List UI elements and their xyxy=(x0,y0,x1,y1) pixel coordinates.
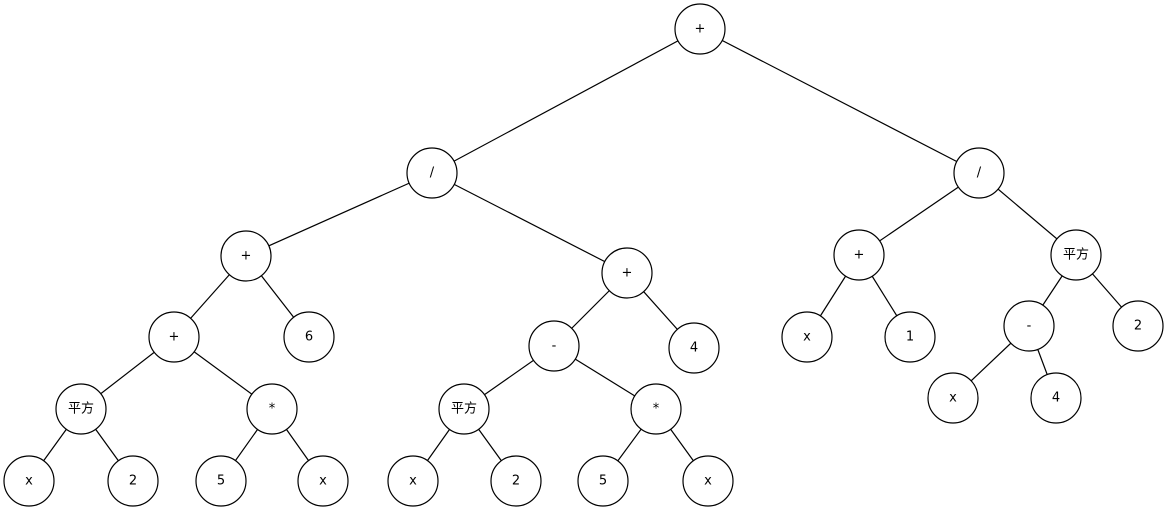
tree-node-circle xyxy=(682,455,734,507)
tree-node-n27: x xyxy=(927,372,979,424)
tree-node-label: 6 xyxy=(305,330,313,345)
tree-node-label: / xyxy=(430,166,435,181)
tree-node-label: x xyxy=(704,474,712,489)
tree-node-circle xyxy=(55,383,107,435)
tree-node-n15: 平方 xyxy=(438,383,490,435)
tree-node-label: 2 xyxy=(1134,319,1142,334)
tree-node-n2: / xyxy=(953,147,1005,199)
tree-node-circle xyxy=(246,383,298,435)
tree-node-circle xyxy=(406,147,458,199)
tree-node-circle xyxy=(1112,300,1164,352)
tree-node-circle xyxy=(577,455,629,507)
tree-node-label: - xyxy=(1027,319,1032,334)
tree-node-n6: 6 xyxy=(283,311,335,363)
tree-node-label: + xyxy=(854,248,865,263)
tree-node-circle xyxy=(630,383,682,435)
tree-node-circle xyxy=(528,320,580,372)
tree-node-circle xyxy=(884,311,936,363)
tree-node-n22: 平方 xyxy=(1050,229,1102,281)
tree-node-n4: + xyxy=(601,247,653,299)
tree-edge-n0-n2 xyxy=(699,28,980,174)
tree-node-label: 平方 xyxy=(1063,247,1089,263)
tree-node-n20: x xyxy=(682,455,734,507)
tree-node-n16: * xyxy=(630,383,682,435)
tree-node-label: 5 xyxy=(599,474,607,489)
tree-node-circle xyxy=(1003,300,1055,352)
tree-node-n19: 5 xyxy=(577,455,629,507)
tree-node-circle xyxy=(387,455,439,507)
tree-node-label: - xyxy=(552,339,557,354)
tree-node-label: 2 xyxy=(129,474,137,489)
tree-node-circle xyxy=(220,230,272,282)
tree-node-circle xyxy=(107,455,159,507)
tree-node-circle xyxy=(601,247,653,299)
tree-node-n10: 2 xyxy=(107,455,159,507)
tree-node-n1: / xyxy=(406,147,458,199)
tree-node-circle xyxy=(297,455,349,507)
tree-node-label: / xyxy=(977,166,982,181)
tree-node-label: + xyxy=(622,266,633,281)
tree-node-circle xyxy=(1030,372,1082,424)
tree-node-label: x xyxy=(803,330,811,345)
tree-node-circle xyxy=(195,455,247,507)
tree-node-n11: 5 xyxy=(195,455,247,507)
tree-node-label: 平方 xyxy=(68,401,94,417)
tree-node-circle xyxy=(1050,229,1102,281)
tree-node-circle xyxy=(283,311,335,363)
tree-node-label: + xyxy=(169,330,180,345)
tree-node-label: * xyxy=(269,402,276,417)
tree-edge-n1-n3 xyxy=(245,172,433,257)
tree-node-label: 平方 xyxy=(451,401,477,417)
tree-node-label: x xyxy=(25,474,33,489)
tree-node-circle xyxy=(781,311,833,363)
tree-node-circle xyxy=(927,372,979,424)
tree-node-n25: - xyxy=(1003,300,1055,352)
tree-node-circle xyxy=(438,383,490,435)
tree-node-n14: 4 xyxy=(668,322,720,374)
tree-node-circle xyxy=(674,3,726,55)
tree-node-label: 4 xyxy=(1052,391,1060,406)
tree-node-n7: 平方 xyxy=(55,383,107,435)
tree-node-circle xyxy=(953,147,1005,199)
tree-node-n21: + xyxy=(833,229,885,281)
tree-node-n28: 4 xyxy=(1030,372,1082,424)
tree-node-n24: 1 xyxy=(884,311,936,363)
tree-edge-n0-n1 xyxy=(431,28,701,174)
tree-node-label: 2 xyxy=(512,474,520,489)
tree-node-n5: + xyxy=(148,311,200,363)
tree-node-circle xyxy=(668,322,720,374)
tree-node-label: x xyxy=(949,391,957,406)
tree-node-n18: 2 xyxy=(490,455,542,507)
tree-node-circle xyxy=(148,311,200,363)
tree-edge-n1-n4 xyxy=(431,172,628,274)
tree-node-n17: x xyxy=(387,455,439,507)
tree-node-circle xyxy=(490,455,542,507)
tree-node-n26: 2 xyxy=(1112,300,1164,352)
tree-node-label: x xyxy=(409,474,417,489)
tree-node-label: 1 xyxy=(906,330,914,345)
tree-node-label: * xyxy=(653,402,660,417)
tree-node-label: 5 xyxy=(217,474,225,489)
tree-node-n13: - xyxy=(528,320,580,372)
tree-node-n3: + xyxy=(220,230,272,282)
tree-node-n8: * xyxy=(246,383,298,435)
tree-node-n9: x xyxy=(3,455,55,507)
tree-node-n0: + xyxy=(674,3,726,55)
tree-node-n23: x xyxy=(781,311,833,363)
tree-node-n12: x xyxy=(297,455,349,507)
tree-node-circle xyxy=(833,229,885,281)
tree-node-label: + xyxy=(695,22,706,37)
tree-nodes: + / / + + +6 平方 * x 2 5 x - 4 平方 * x 2 5 x + 平方 x 1 - 2 x 4 xyxy=(3,3,1164,507)
tree-node-label: x xyxy=(319,474,327,489)
tree-node-circle xyxy=(3,455,55,507)
tree-node-label: 4 xyxy=(690,341,698,356)
tree-node-label: + xyxy=(241,249,252,264)
